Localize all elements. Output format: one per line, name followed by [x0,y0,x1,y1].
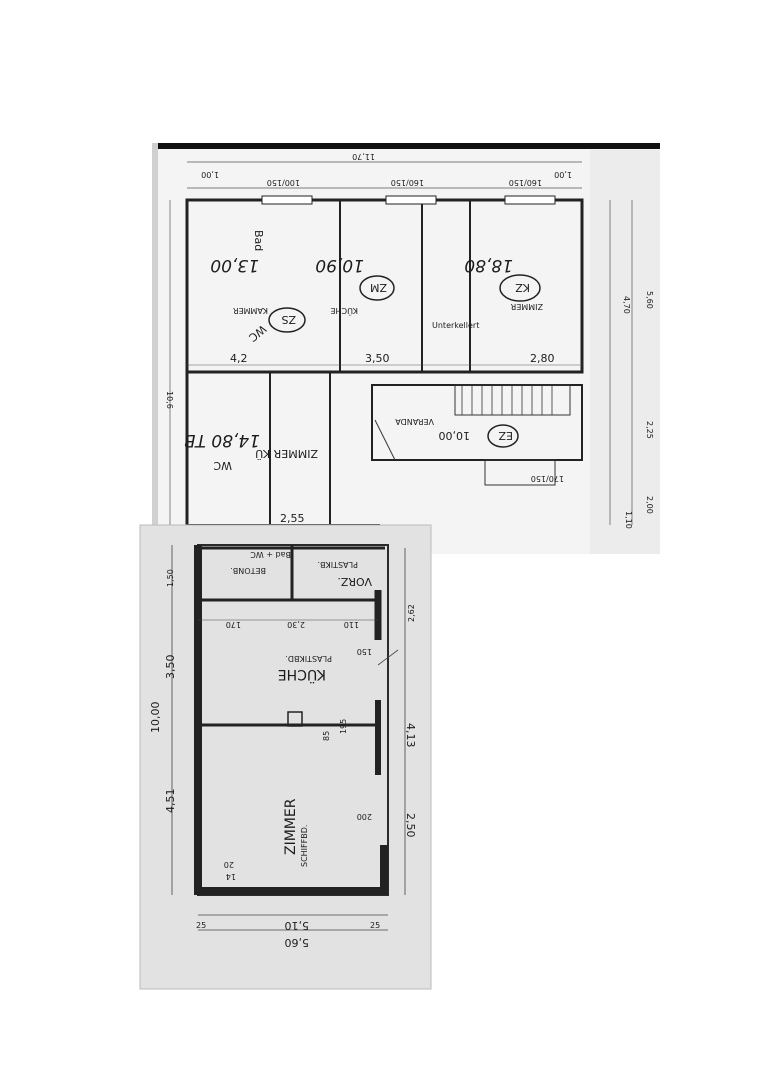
bad-wc-note: BETONB. [230,566,266,575]
left-dim-total: 10,00 [149,702,162,734]
inner-dim-150: 150 [357,647,372,656]
lower-plan-labels: Bad + WC BETONB. PLASTIKB. VORZ. PLASTIK… [149,550,417,949]
bottom-dim-510: 5,10 [285,919,310,932]
overall-depth: 10,6 [165,391,174,409]
zimmer-area: 18,80 [464,255,513,275]
top-dim-1: 1,00 [201,170,219,179]
inner-dim-110: 110 [344,620,359,629]
wall-dim-225: 2,25 [645,421,654,439]
inner-dim-170: 170 [226,620,241,629]
veranda-label: VERANDA [395,417,434,426]
zimmer-label: ZIMMER [510,302,543,311]
wall-dim-470: 4,70 [622,296,631,314]
kueche-area: 10,90 [315,255,364,275]
lower-left-note: WC [213,459,232,472]
overall-width: 11,70 [352,152,375,161]
kz-label: KZ [515,281,530,294]
right-dim-250: 2,50 [404,813,417,838]
kueche-label: KÜCHE [330,306,358,316]
inner-dim-20: 20 [224,860,234,869]
bottom-dim-25a: 25 [196,921,206,930]
bottom-dim-25b: 25 [370,921,380,930]
ez-label: EZ [498,429,513,442]
left-dim-150: 1,50 [166,569,175,587]
lower-sheet [140,525,431,989]
inner-dim-195: 195 [339,719,348,734]
zimmer-note: Unterkellert [432,321,479,330]
inner-dim-200: 200 [357,812,372,821]
wall-dim-42: 4,2 [230,352,248,365]
wall-dim-280: 2,80 [530,352,555,365]
vorz-label: VORZ. [337,575,372,588]
right-dim-262: 2,62 [407,604,416,622]
lower-left-area: 14,80 TB [184,430,260,450]
window-3: 160/150 [509,178,542,187]
wall-dim-560: 5,60 [645,291,654,309]
wall-dim-200: 2,00 [645,496,654,514]
kz-circle [499,274,541,302]
upper-outer-wall [185,198,584,374]
ez-circle [487,424,519,448]
bad-label: Bad [252,230,265,251]
zimmer-note-lower: SCHIFFBD. [300,825,309,867]
inner-dim-14: 14 [226,872,236,881]
kueche-note: PLASTIKBD. [285,654,332,663]
right-dim-413: 4,13 [404,723,417,748]
zm-label: ZM [370,281,387,294]
bad-area: 13,00 [210,255,259,275]
kueche-label-lower: KÜCHE [278,666,326,684]
left-dim-350: 3,50 [164,655,177,680]
upper-floor-plan [152,143,660,554]
ez-area: 10,00 [439,429,471,442]
top-dim-2: 1,00 [554,170,572,179]
inner-dim-85: 85 [322,731,331,741]
zimmer-label-lower: ZIMMER [283,798,299,855]
zs-circle [268,307,306,333]
zs-label: ZS [281,313,296,326]
window-1: 100/150 [267,178,300,187]
zm-circle [359,275,395,301]
inner-dim-230: 2,30 [287,620,305,629]
wall-dim-255: 2,55 [280,512,305,525]
bad-wc-label: Bad + WC [250,550,291,559]
window-bottom: 170/150 [531,474,564,483]
bottom-dim-560: 5,60 [285,936,310,949]
lower-floor-plan [139,524,432,990]
wall-dim-110: 1,10 [624,511,633,529]
left-dim-451: 4,51 [164,789,177,814]
upper-sheet [152,143,660,554]
upper-plan-labels: 11,70 100/150 160/150 160/150 1,00 1,00 … [165,152,654,529]
kammer-label: KAMMER [233,306,268,315]
lower-left-label: ZIMMER KÜ [255,447,318,460]
vorz-note: PLASTIKB. [317,560,358,569]
wall-dim-350: 3,50 [365,352,390,365]
window-2: 160/150 [391,178,424,187]
